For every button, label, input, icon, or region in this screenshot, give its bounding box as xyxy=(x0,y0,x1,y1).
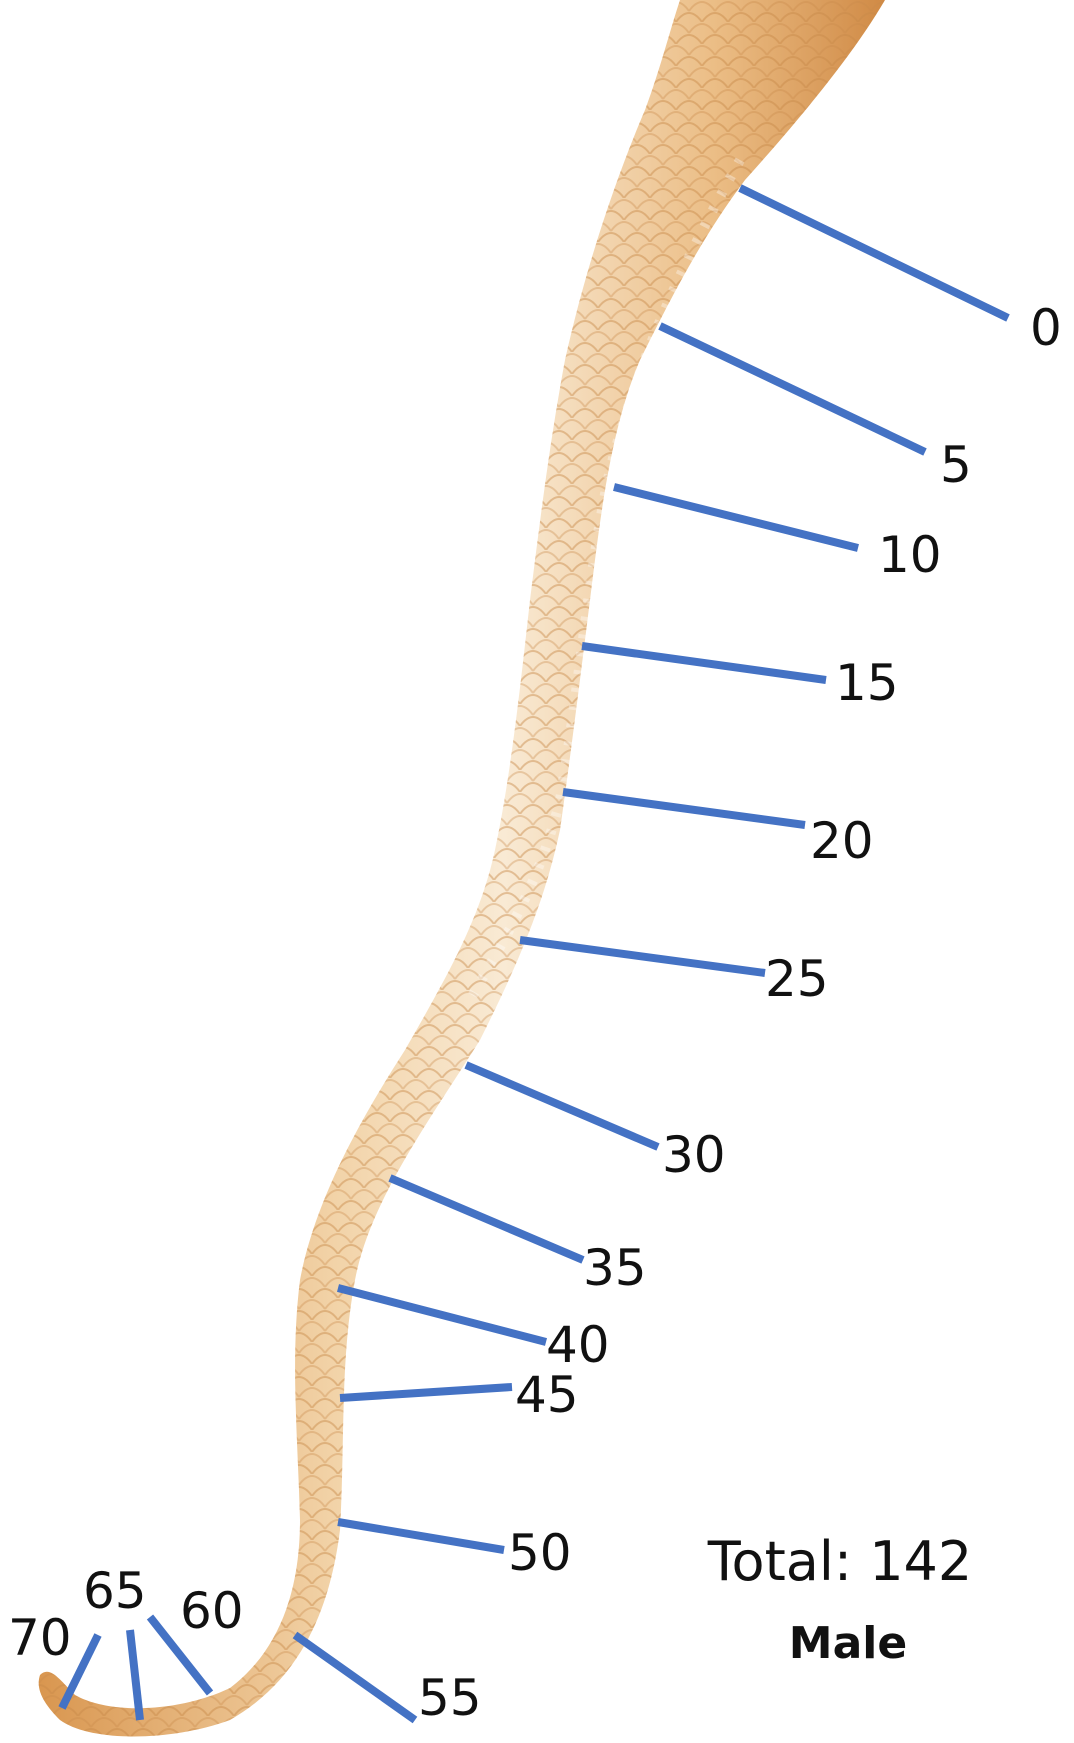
scale-label-60: 60 xyxy=(180,1582,244,1640)
pointer-line-55 xyxy=(292,1631,418,1724)
scale-label-70: 70 xyxy=(8,1609,72,1667)
pointer-line-65 xyxy=(126,1629,144,1721)
scale-label-10: 10 xyxy=(878,526,942,584)
pointer-line-60 xyxy=(146,1614,214,1696)
pointer-line-40 xyxy=(336,1284,548,1346)
scale-label-45: 45 xyxy=(515,1366,579,1424)
scale-label-25: 25 xyxy=(765,950,829,1008)
scale-label-35: 35 xyxy=(583,1239,647,1297)
scale-label-40: 40 xyxy=(546,1316,610,1374)
scale-label-5: 5 xyxy=(940,436,972,494)
pointer-lines xyxy=(58,184,1010,1724)
snake-tail-scales xyxy=(38,0,886,1737)
pointer-line-70 xyxy=(58,1633,102,1710)
pointer-line-25 xyxy=(519,936,766,977)
pointer-line-10 xyxy=(613,483,859,552)
snake-tail-body xyxy=(38,0,886,1737)
pointer-line-5 xyxy=(658,322,927,456)
scale-label-30: 30 xyxy=(662,1126,726,1184)
pointer-line-20 xyxy=(562,788,806,829)
scale-label-20: 20 xyxy=(810,812,874,870)
scale-label-0: 0 xyxy=(1030,299,1062,357)
scale-labels: 0 5 10 15 20 25 30 35 40 45 50 55 60 65 … xyxy=(8,299,1062,1727)
pointer-line-0 xyxy=(738,184,1010,322)
pointer-line-30 xyxy=(464,1061,660,1151)
pointer-line-35 xyxy=(388,1174,585,1264)
total-count-label: Total: 142 xyxy=(707,1530,973,1593)
scale-label-50: 50 xyxy=(508,1524,572,1582)
pointer-line-50 xyxy=(337,1518,505,1554)
snake-tail xyxy=(38,0,886,1737)
scale-label-55: 55 xyxy=(418,1669,482,1727)
sex-label: Male xyxy=(789,1618,907,1669)
scale-label-15: 15 xyxy=(835,654,899,712)
pointer-line-45 xyxy=(339,1383,513,1402)
pointer-line-15 xyxy=(581,642,827,684)
scale-label-65: 65 xyxy=(83,1562,147,1620)
